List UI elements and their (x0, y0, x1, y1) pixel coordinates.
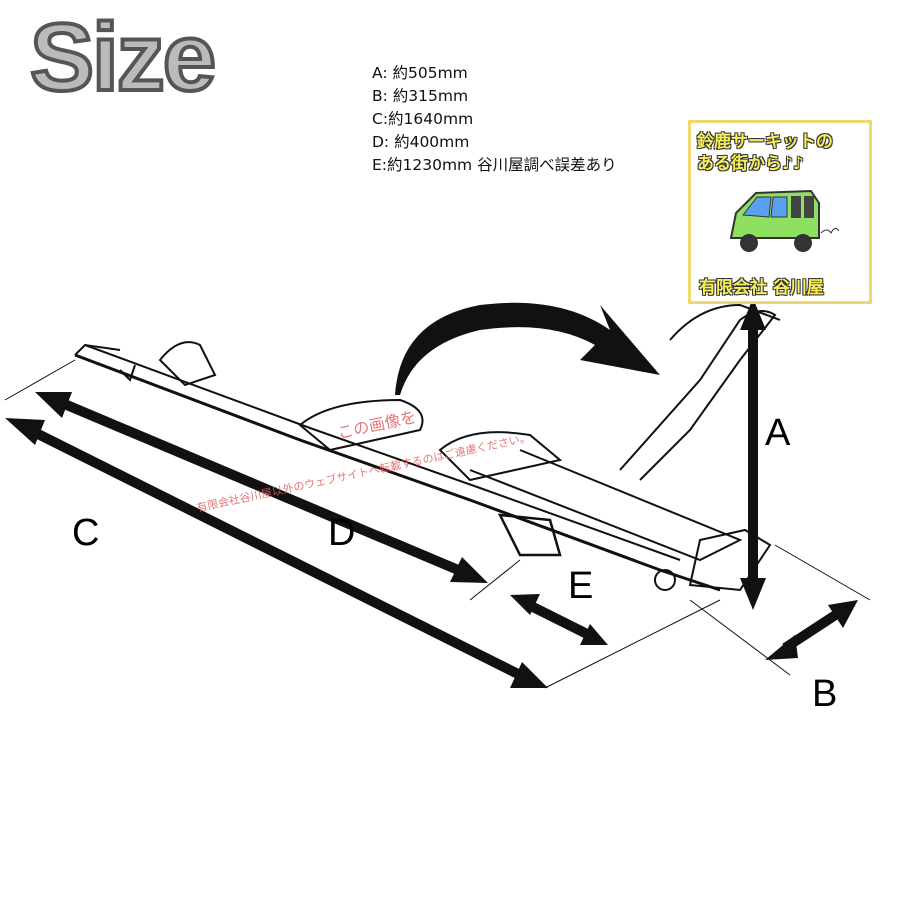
spec-e: E:約1230mm 谷川屋調べ誤差あり (372, 156, 617, 174)
mount-foot (497, 513, 562, 557)
wheel-holder (158, 341, 217, 387)
rotation-arrow-icon (395, 302, 660, 395)
center-cradle (298, 398, 424, 452)
label-a: A (765, 412, 791, 454)
company-logo: 鈴鹿サーキットの ある街から♪♪ 有限会社 谷川屋 (688, 120, 872, 304)
spec-a: A: 約505mm (372, 64, 468, 82)
spec-list: A: 約505mm B: 約315mm C:約1640mm D: 約400mm … (372, 62, 617, 177)
van-icon (729, 189, 840, 252)
page-title: Size (28, 4, 218, 111)
spec-b: B: 約315mm (372, 87, 469, 105)
carrier-rail (74, 353, 721, 592)
logo-line2: ある街から♪♪ (697, 154, 804, 174)
fork-clamp (438, 431, 563, 482)
spec-c: C:約1640mm (372, 110, 474, 128)
logo-company: 有限会社 谷川屋 (699, 278, 824, 298)
label-e: E (568, 565, 594, 607)
label-c: C (72, 512, 100, 554)
dimension-arrows (5, 298, 858, 688)
label-b: B (812, 673, 838, 715)
label-d: D (328, 512, 356, 554)
logo-line1: 鈴鹿サーキットの (697, 132, 833, 152)
spec-d: D: 約400mm (372, 133, 470, 151)
